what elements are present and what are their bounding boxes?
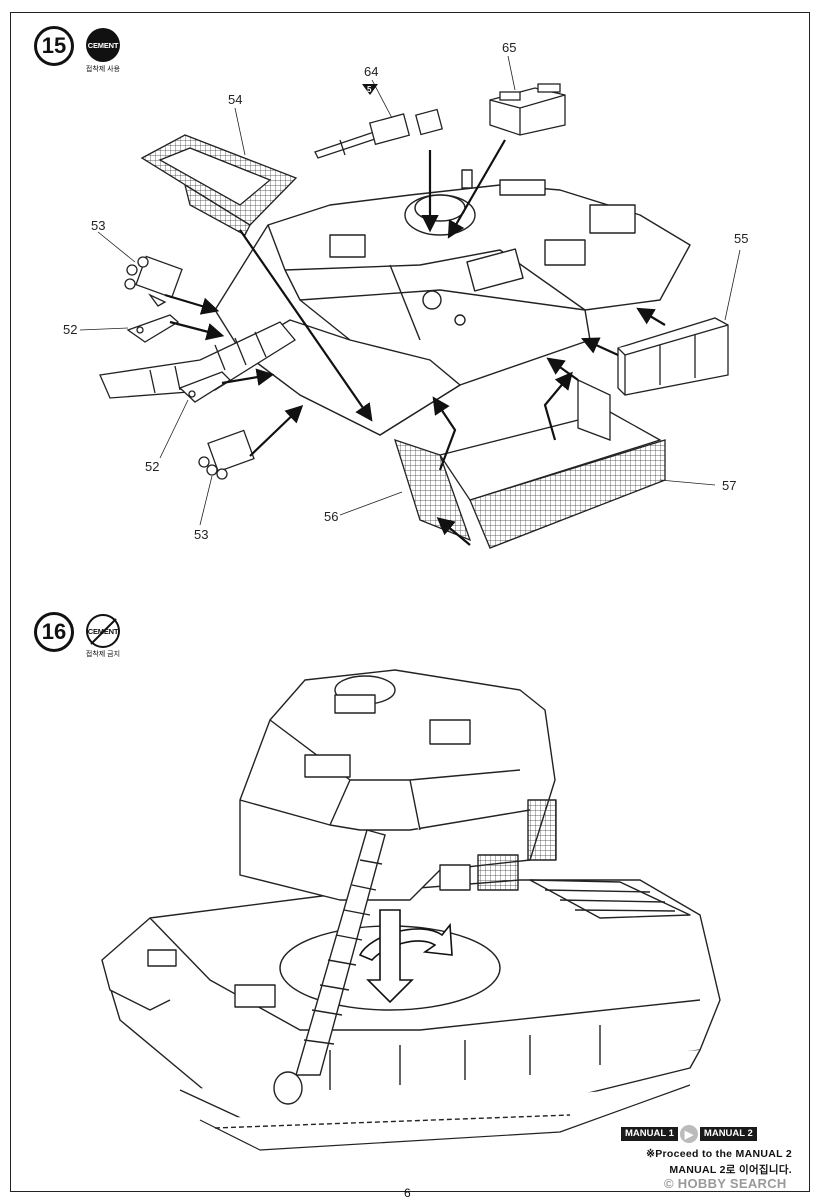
step-15-number: 15: [34, 26, 74, 66]
proceed-note-korean: MANUAL 2로 이어집니다.: [669, 1164, 792, 1176]
part-52-bottom-bracket: [178, 371, 232, 403]
label-52-top: 52: [63, 322, 77, 337]
cement-use-caption: 접착제 사용: [85, 66, 121, 73]
label-55: 55: [734, 231, 748, 246]
manual-2-tag: MANUAL 2: [699, 1127, 757, 1141]
turret-rotation-arrow: [358, 909, 453, 1004]
label-56: 56: [324, 509, 338, 524]
part-54-mesh-basket: [140, 134, 298, 236]
label-53-top: 53: [91, 218, 105, 233]
no-cement-caption: 접착제 금지: [85, 651, 121, 658]
gun-barrel-drawing: [99, 321, 296, 399]
step-16-number: 16: [34, 612, 74, 652]
gun-barrel-16: [273, 829, 386, 1105]
part-55-rear-basket: [617, 317, 729, 396]
label-65: 65: [502, 40, 516, 55]
proceed-note: ※Proceed to the MANUAL 2 MANUAL 2로 이어집니다…: [612, 1146, 792, 1178]
part-64-machine-gun: [314, 108, 444, 159]
turret-assembly-drawing: [214, 169, 691, 436]
manual-1-tag: MANUAL 1: [621, 1127, 678, 1141]
turret-drawing-16: [239, 669, 557, 901]
label-53-bottom: 53: [194, 527, 208, 542]
part-65-storage-box: [489, 83, 566, 136]
label-57: 57: [722, 478, 736, 493]
page-frame: [10, 12, 810, 1192]
proceed-note-english: ※Proceed to the MANUAL 2: [646, 1148, 792, 1160]
manual-continuation-bar: MANUAL 1 ▶ MANUAL 2: [621, 1125, 787, 1143]
cement-use-icon: CEMENT: [86, 28, 120, 62]
part-56-57-side-basket: [394, 378, 666, 549]
label-64: 64: [364, 64, 378, 79]
proceed-arrow-icon: ▶: [679, 1125, 698, 1143]
watermark: © HOBBY SEARCH: [664, 1176, 787, 1191]
label-54: 54: [228, 92, 242, 107]
label-52-bottom: 52: [145, 459, 159, 474]
part-64-alternate-marker: [362, 84, 378, 95]
part-53-top-smoke-launcher: [124, 255, 183, 307]
page-number: 6: [404, 1186, 411, 1200]
label-64-marker: 5: [367, 85, 372, 94]
part-number-labels: 54 64 5 65 53 52 55 52 57 56 53: [63, 40, 748, 542]
part-52-top-bracket: [126, 314, 180, 343]
part-53-bottom-smoke-launcher: [198, 429, 255, 480]
completed-tank-drawing: [101, 879, 721, 1151]
step-15-assembly-arrows: [164, 139, 666, 546]
